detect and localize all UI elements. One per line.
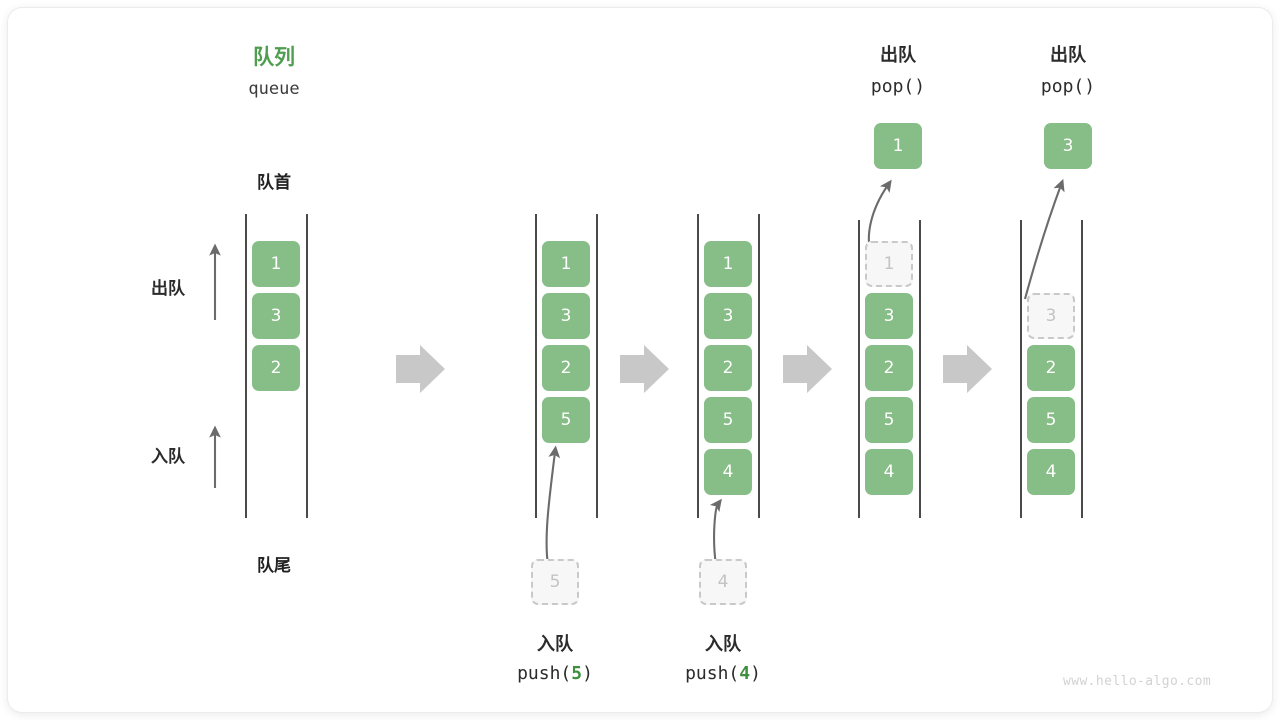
code-prefix: push( bbox=[517, 663, 572, 684]
queue-cell: 2 bbox=[1027, 345, 1075, 391]
rail-right bbox=[596, 214, 598, 518]
queue-cell: 5 bbox=[704, 397, 752, 443]
pop-3-header-cn: 出队 bbox=[1050, 45, 1086, 66]
rail-left bbox=[1020, 220, 1022, 518]
code-suffix: ) bbox=[750, 663, 761, 684]
queue-cell: 2 bbox=[865, 345, 913, 391]
code-value: 4 bbox=[739, 663, 751, 684]
queue-cell: 1 bbox=[252, 241, 300, 287]
rail-right bbox=[919, 220, 921, 518]
front-label: 队首 bbox=[257, 173, 291, 193]
removed-element-ghost: 3 bbox=[1027, 293, 1075, 339]
pop-1-header-cn: 出队 bbox=[880, 45, 916, 66]
queue-cell: 4 bbox=[865, 449, 913, 495]
queue-cell: 1 bbox=[542, 241, 590, 287]
enqueue-side-label: 入队 bbox=[151, 447, 185, 467]
pop-3-arrow bbox=[1023, 178, 1065, 300]
code-suffix: ) bbox=[582, 663, 593, 684]
queue-cell: 3 bbox=[252, 293, 300, 339]
queue-cell: 3 bbox=[704, 293, 752, 339]
rail-left bbox=[535, 214, 537, 518]
rail-right bbox=[1081, 220, 1083, 518]
arrow-overlay bbox=[209, 178, 1065, 566]
pop-3-header-code: pop() bbox=[1040, 76, 1096, 97]
push-5-caption-cn: 入队 bbox=[537, 634, 573, 655]
code-value: 5 bbox=[571, 663, 583, 684]
queue-cell: 3 bbox=[542, 293, 590, 339]
rear-label: 队尾 bbox=[257, 556, 291, 576]
queue-cell-new: 5 bbox=[542, 397, 590, 443]
page-title: 队列 bbox=[253, 45, 295, 69]
queue-cell-new: 4 bbox=[704, 449, 752, 495]
push-4-arrow bbox=[709, 498, 722, 566]
queue-cell: 5 bbox=[865, 397, 913, 443]
incoming-element-ghost: 5 bbox=[531, 559, 579, 605]
push-4-caption-cn: 入队 bbox=[705, 634, 741, 655]
rail-right bbox=[758, 214, 760, 518]
queue-cell: 5 bbox=[1027, 397, 1075, 443]
queue-cell: 1 bbox=[704, 241, 752, 287]
rail-left bbox=[245, 214, 247, 518]
popped-element: 3 bbox=[1044, 123, 1092, 169]
queue-cell: 2 bbox=[704, 345, 752, 391]
push-5-caption-code: push(5) bbox=[485, 663, 625, 684]
diagram-card: 队列 queue 队首 队尾 出队 入队 1 3 2 1 3 2 5 5 入队 … bbox=[8, 8, 1272, 712]
push-4-caption-code: push(4) bbox=[653, 663, 793, 684]
page-subtitle: queue bbox=[248, 79, 300, 99]
step-arrow-1 bbox=[396, 345, 445, 393]
queue-cell: 2 bbox=[542, 345, 590, 391]
dequeue-side-label: 出队 bbox=[151, 279, 185, 299]
rail-right bbox=[306, 214, 308, 518]
step-arrow-3 bbox=[783, 345, 832, 393]
pop-1-header-code: pop() bbox=[870, 76, 926, 97]
popped-element: 1 bbox=[874, 123, 922, 169]
watermark: www.hello-algo.com bbox=[1063, 674, 1212, 689]
push-5-arrow bbox=[545, 445, 561, 566]
queue-cell: 2 bbox=[252, 345, 300, 391]
removed-element-ghost: 1 bbox=[865, 241, 913, 287]
step-arrow-4 bbox=[943, 345, 992, 393]
queue-cell: 3 bbox=[865, 293, 913, 339]
step-arrow-2 bbox=[620, 345, 669, 393]
queue-cell: 4 bbox=[1027, 449, 1075, 495]
rail-left bbox=[858, 220, 860, 518]
code-prefix: push( bbox=[685, 663, 740, 684]
rail-left bbox=[697, 214, 699, 518]
incoming-element-ghost: 4 bbox=[699, 559, 747, 605]
